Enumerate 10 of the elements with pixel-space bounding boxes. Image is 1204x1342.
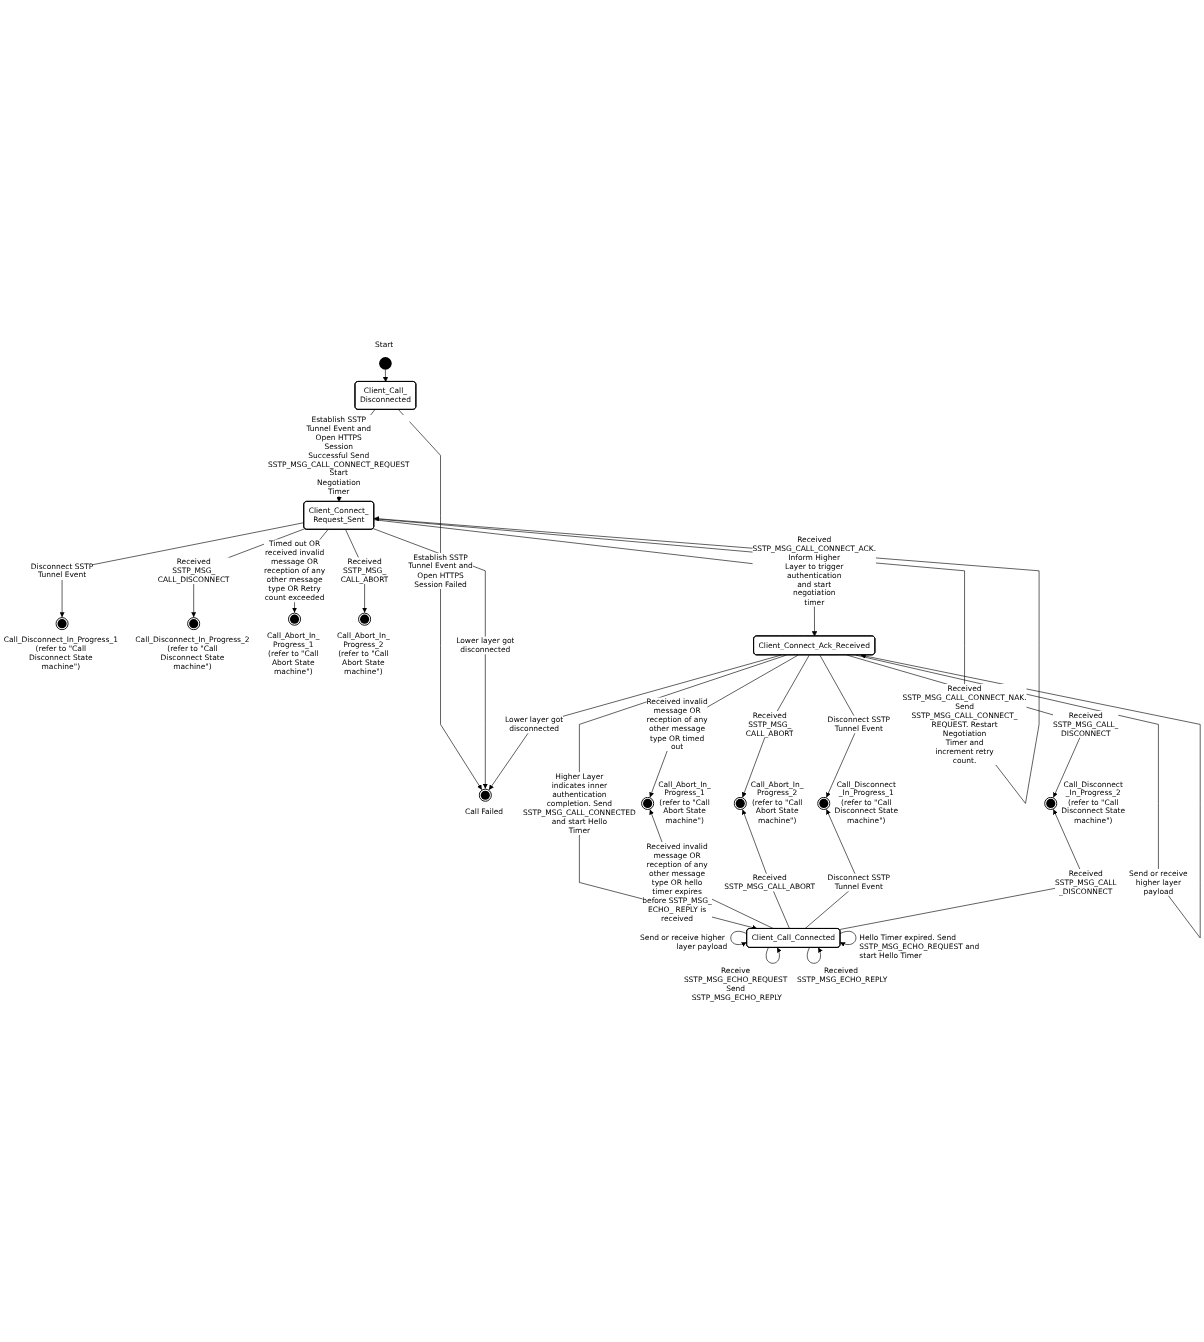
node-circle	[186, 616, 201, 631]
node-circle	[816, 796, 831, 811]
node-circle	[640, 796, 655, 811]
node-circle	[378, 356, 393, 371]
node-circle	[287, 612, 302, 627]
node-circle	[733, 796, 748, 811]
node-circle	[357, 612, 372, 627]
node-circle	[478, 788, 493, 803]
node-circle	[1043, 796, 1058, 811]
node-circle	[55, 616, 69, 631]
